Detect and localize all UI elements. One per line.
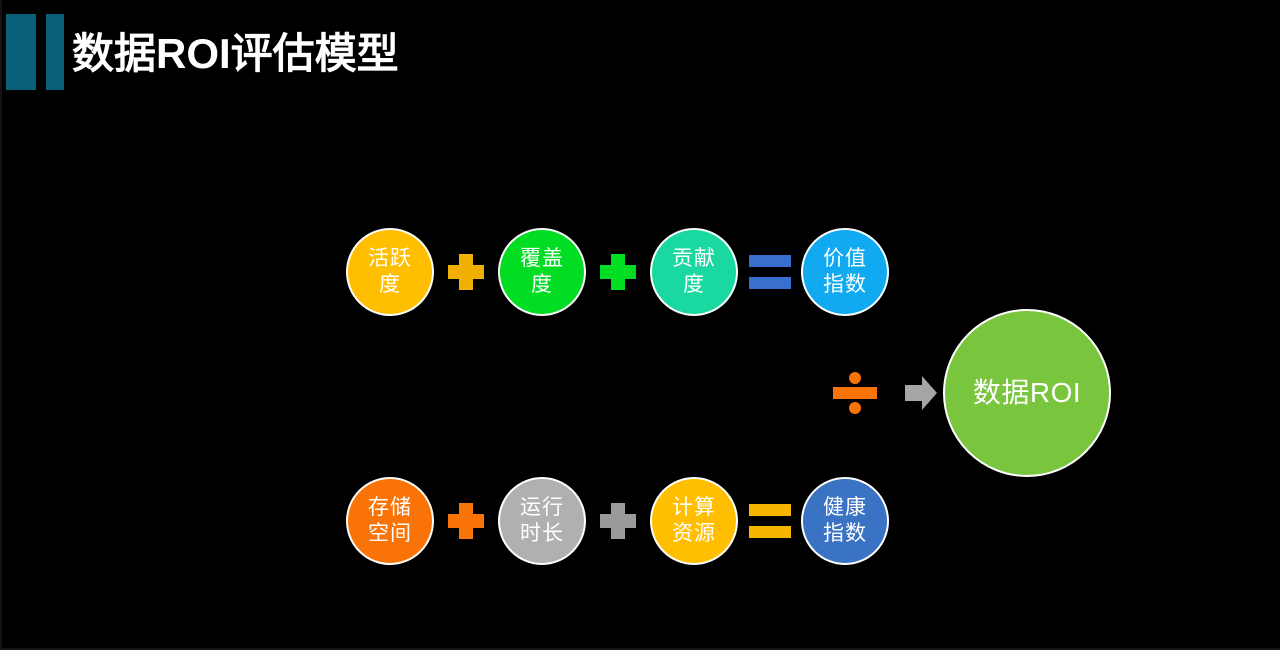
page-title: 数据ROI评估模型 [72,30,399,77]
divide-dot-bottom [849,402,861,414]
plus-bar-vertical [611,503,625,539]
node-compute-res[interactable]: 计算 资源 [650,477,738,565]
node-label-data-roi: 数据ROI [972,377,1082,408]
node-label-value-index: 价值 指数 [823,247,867,296]
node-data-roi[interactable]: 数据ROI [943,309,1111,477]
node-coverage[interactable]: 覆盖 度 [498,228,586,316]
operator-equals-icon [749,504,791,538]
node-runtime[interactable]: 运行 时长 [498,477,586,565]
node-activity[interactable]: 活跃 度 [346,228,434,316]
roi-formula-diagram: 活跃 度 覆盖 度 贡献 度 价值 指数存储 空间 运行 时长 计算 资源 健康 指数 数据R… [2,104,1280,650]
operator-equals-icon [749,255,791,289]
node-label-storage-space: 存储 空间 [368,496,412,545]
diagram-row-value-index-row: 活跃 度 覆盖 度 贡献 度 价值 指数 [2,104,1280,650]
node-contribution[interactable]: 贡献 度 [650,228,738,316]
plus-bar-vertical [459,503,473,539]
divide-bar [833,387,877,399]
node-label-compute-res: 计算 资源 [672,496,716,545]
divide-dot-top [849,372,861,384]
title-accent-bar-thin [46,14,64,90]
operator-plus-icon [600,254,636,290]
slide-title-bar: 数据ROI评估模型 [2,0,1280,104]
node-label-activity: 活跃 度 [368,247,412,296]
node-value-index[interactable]: 价值 指数 [801,228,889,316]
operator-plus-icon [448,503,484,539]
node-label-contribution: 贡献 度 [672,247,716,296]
equals-bar-bottom [749,526,791,538]
node-storage-space[interactable]: 存储 空间 [346,477,434,565]
title-accent-bar-wide [6,14,36,90]
operator-arrow-right-icon [905,376,937,410]
operator-divide-icon [833,372,877,414]
operator-plus-icon [448,254,484,290]
operator-plus-icon [600,503,636,539]
node-label-coverage: 覆盖 度 [520,247,564,296]
node-label-runtime: 运行 时长 [520,496,564,545]
equals-bar-top [749,504,791,516]
plus-bar-vertical [611,254,625,290]
node-health-index[interactable]: 健康 指数 [801,477,889,565]
plus-bar-vertical [459,254,473,290]
node-label-health-index: 健康 指数 [823,496,867,545]
equals-bar-top [749,255,791,267]
diagram-row-health-index-row: 存储 空间 运行 时长 计算 资源 健康 指数 [2,104,1280,650]
equals-bar-bottom [749,277,791,289]
